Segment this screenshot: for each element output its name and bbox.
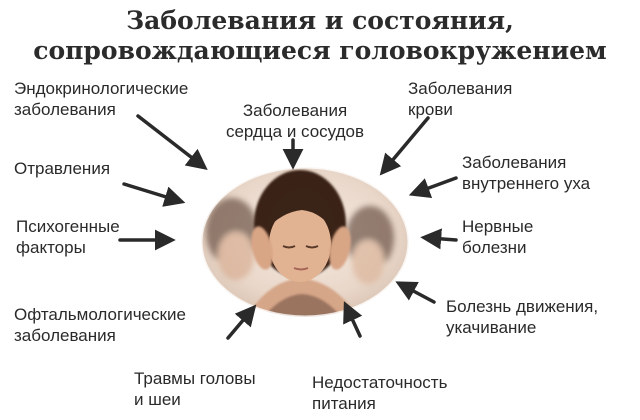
cause-nutrition: Недостаточность питания	[312, 372, 447, 414]
cause-nervous: Нервные болезни	[462, 216, 533, 258]
arrow-icon	[379, 116, 430, 176]
cause-ophthalmic-line1: Офтальмологические	[14, 305, 186, 324]
diagram-title-line-2: сопровождающиеся головокружением	[33, 36, 607, 65]
arrow-icon	[343, 301, 363, 338]
dizzy-woman-photo	[199, 165, 411, 319]
cause-endocrine-line2: заболевания	[14, 100, 116, 119]
arrow-icon	[408, 176, 458, 198]
cause-heart: Заболевания сердца и сосудов	[205, 100, 385, 142]
cause-nutrition-line1: Недостаточность	[312, 373, 448, 392]
diagram-title-line-1: Заболевания и состояния,	[126, 6, 514, 35]
cause-nervous-line2: болезни	[462, 238, 527, 257]
cause-ophthalmic: Офтальмологические заболевания	[14, 304, 186, 346]
cause-ophthalmic-line2: заболевания	[14, 326, 116, 345]
arrow-icon	[122, 182, 186, 207]
cause-endocrine: Эндокринологические заболевания	[14, 78, 188, 120]
cause-motion: Болезнь движения, укачивание	[446, 296, 598, 338]
cause-inner-ear-line2: внутреннего уха	[462, 174, 591, 193]
cause-motion-line2: укачивание	[446, 318, 537, 337]
cause-trauma-line2: и шеи	[134, 390, 181, 409]
cause-trauma: Травмы головы и шеи	[134, 368, 256, 410]
cause-nervous-line1: Нервные	[462, 217, 534, 236]
arrow-icon	[226, 304, 257, 340]
arrow-icon	[136, 114, 208, 170]
cause-inner-ear-line1: Заболевания	[462, 153, 567, 172]
cause-inner-ear: Заболевания внутреннего уха	[462, 152, 590, 194]
arrow-icon	[420, 228, 458, 250]
arrow-icon	[395, 281, 436, 304]
cause-heart-line2: сердца и сосудов	[225, 122, 365, 141]
cause-trauma-line1: Травмы головы	[134, 369, 256, 388]
cause-blood-line1: Заболевания	[408, 79, 513, 98]
cause-poisoning: Отравления	[14, 158, 110, 179]
cause-blood: Заболевания крови	[408, 78, 512, 120]
cause-psychogenic-line2: факторы	[16, 238, 86, 257]
cause-poisoning-line1: Отравления	[14, 159, 111, 178]
cause-psychogenic-line1: Психогенные	[16, 217, 120, 236]
cause-psychogenic: Психогенные факторы	[16, 216, 120, 258]
cause-heart-line1: Заболевания	[242, 101, 348, 120]
cause-blood-line2: крови	[408, 100, 453, 119]
cause-motion-line1: Болезнь движения,	[446, 297, 599, 316]
cause-endocrine-line1: Эндокринологические	[14, 79, 189, 98]
cause-nutrition-line2: питания	[312, 394, 376, 413]
